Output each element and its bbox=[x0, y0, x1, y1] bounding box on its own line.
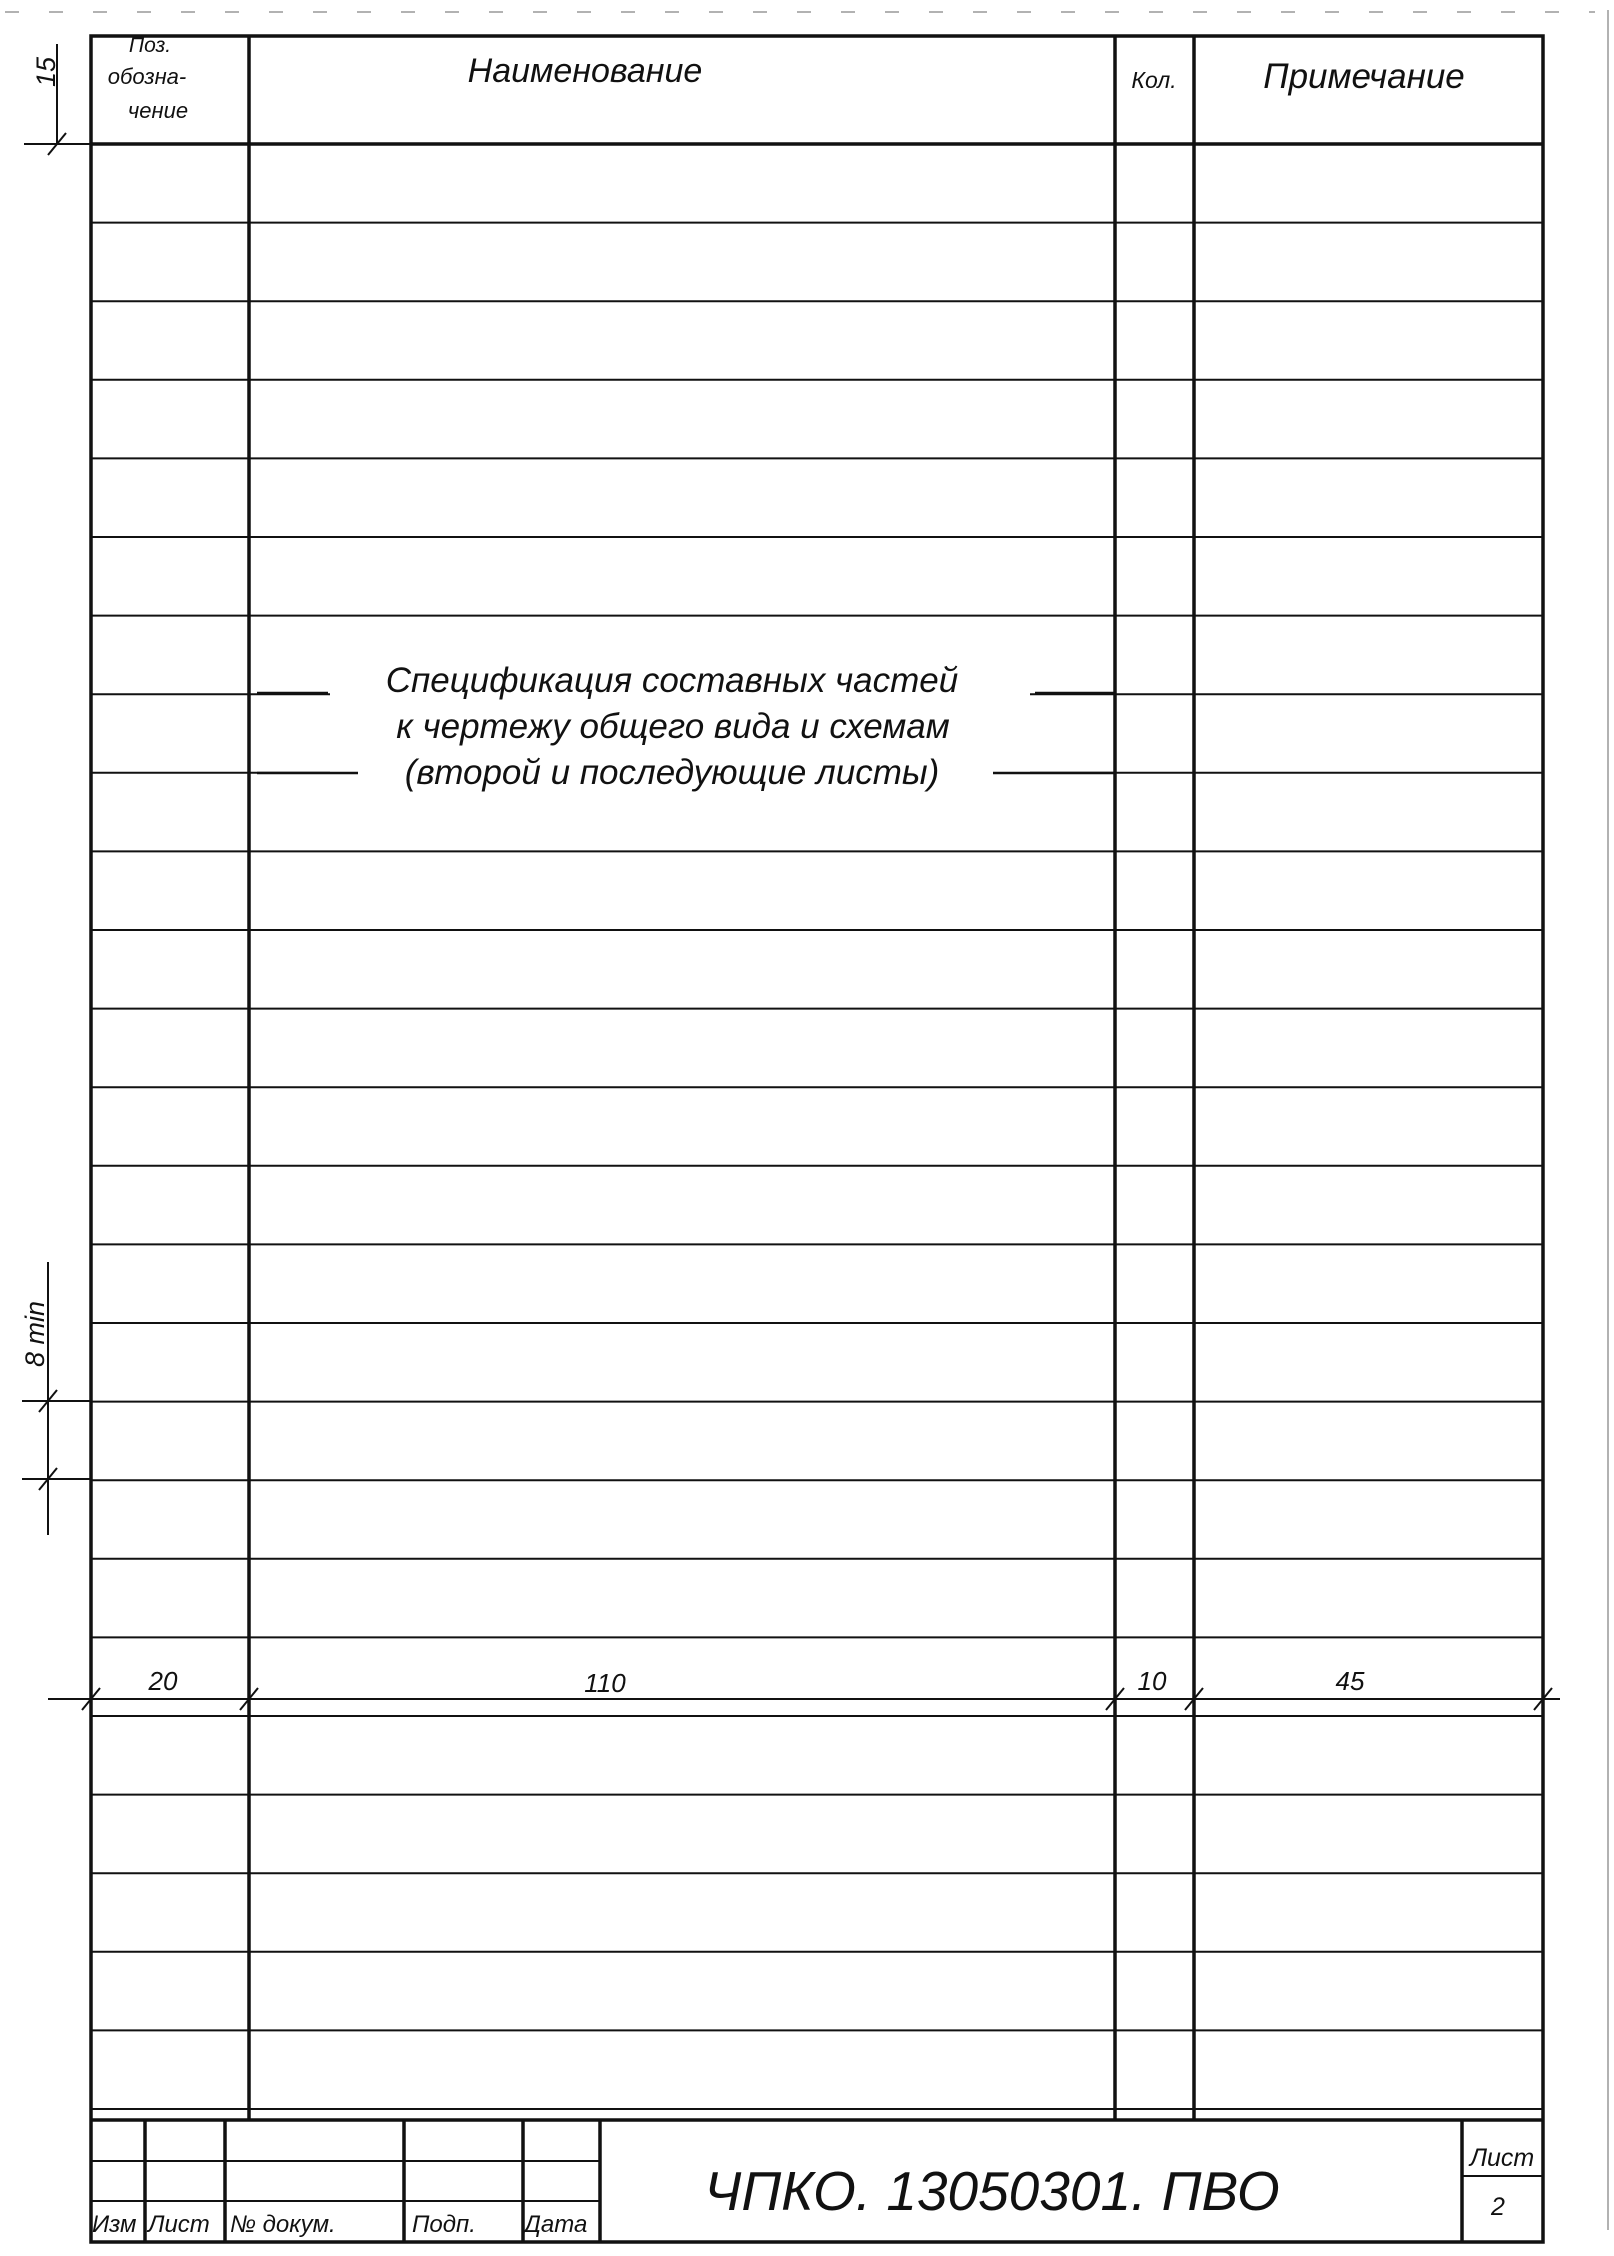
title-list: Лист bbox=[146, 2211, 210, 2238]
header-note: Примечание bbox=[1263, 57, 1465, 96]
title-doc: № докум. bbox=[230, 2211, 336, 2238]
caption-line-3: (второй и последующие листы) bbox=[405, 753, 940, 792]
dimension-col-name: 110 bbox=[584, 1668, 626, 1698]
dimension-header-height-label: 15 bbox=[31, 56, 61, 87]
caption-block: Спецификация составных частей к чертежу … bbox=[257, 650, 1114, 800]
header-name: Наименование bbox=[468, 52, 703, 90]
dimension-row-height-label: 8 min bbox=[20, 1301, 50, 1367]
title-izm: Изм bbox=[92, 2211, 137, 2238]
caption-line-2: к чертежу общего вида и схемам bbox=[396, 707, 950, 746]
column-lines bbox=[247, 36, 1196, 2120]
title-date: Дата bbox=[521, 2211, 587, 2238]
dimension-col-qty: 10 bbox=[1138, 1666, 1167, 1696]
outer-frame bbox=[89, 34, 1545, 2244]
dimension-row-height bbox=[22, 1262, 92, 1535]
title-sign: Подп. bbox=[412, 2211, 476, 2238]
header-qty: Кол. bbox=[1131, 67, 1176, 93]
dimension-column-widths bbox=[48, 1687, 1560, 1711]
dimension-col-note: 45 bbox=[1336, 1666, 1365, 1696]
scan-artifacts bbox=[5, 10, 1609, 2230]
dimension-header-height bbox=[24, 44, 92, 156]
dimension-col-pos: 20 bbox=[148, 1666, 178, 1696]
header-pos-line2: обозна- bbox=[108, 64, 187, 89]
caption-line-1: Спецификация составных частей bbox=[386, 661, 958, 700]
title-sheet-label: Лист bbox=[1468, 2144, 1534, 2172]
title-designation: ЧПКО. 13050301. ПВО bbox=[704, 2160, 1279, 2222]
title-block-thin-lines bbox=[91, 2160, 1543, 2202]
title-sheet-number: 2 bbox=[1490, 2193, 1505, 2221]
header-pos-line1: Поз. bbox=[129, 34, 171, 57]
header-pos-line3: чение bbox=[128, 98, 188, 123]
table-rows bbox=[91, 221, 1543, 2110]
title-block bbox=[91, 2118, 1543, 2242]
